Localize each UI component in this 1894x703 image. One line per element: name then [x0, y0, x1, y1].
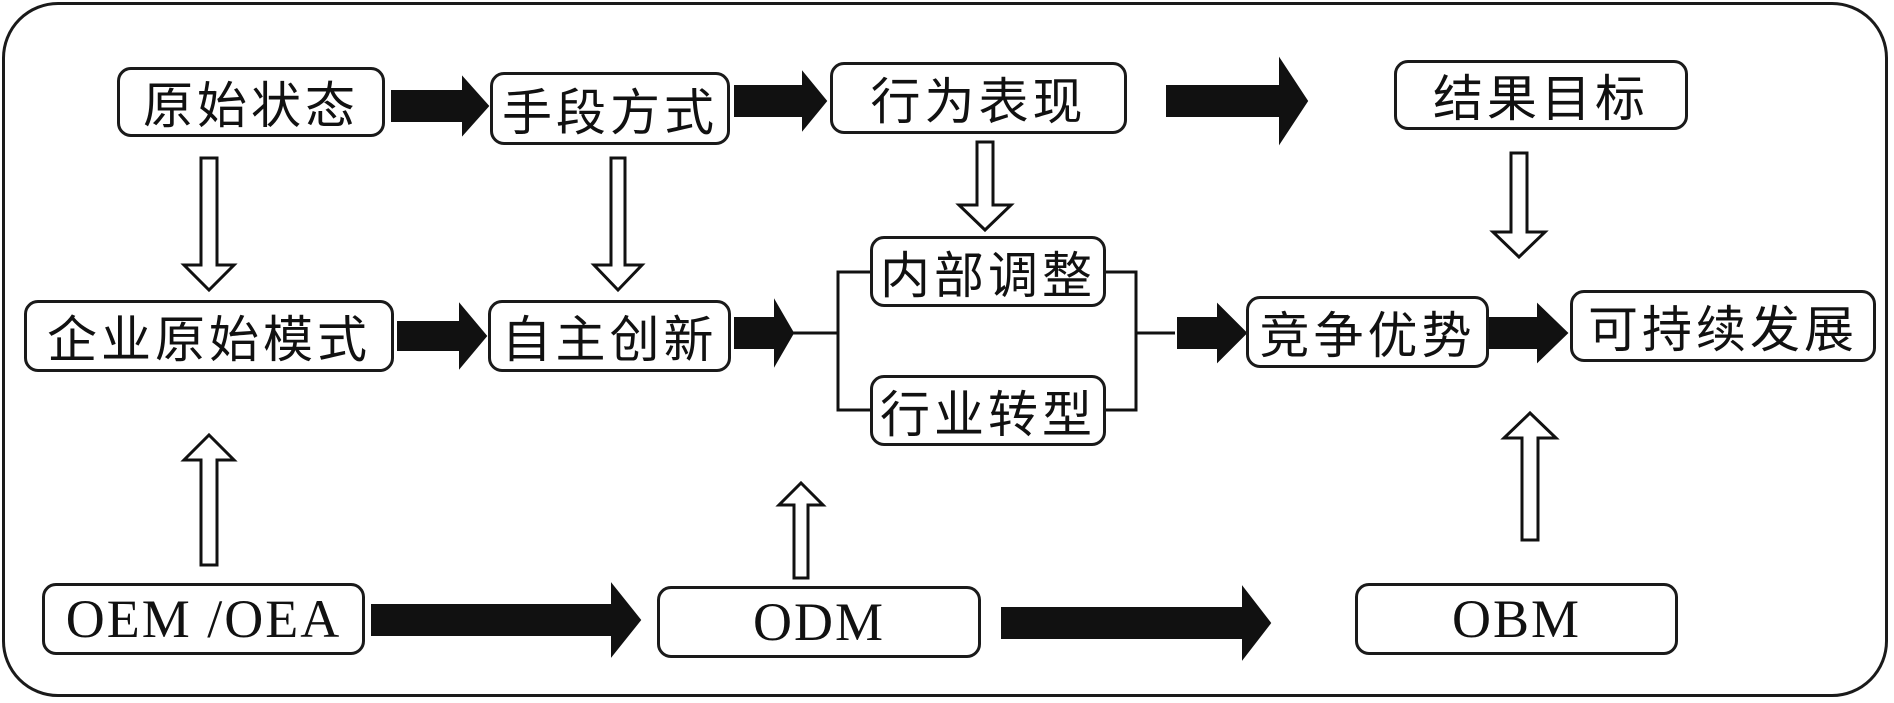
hollow-arrow-up-obm — [1500, 410, 1560, 542]
solid-arrow-state-to-means — [391, 75, 490, 137]
node-enterprise-original-model: 企业原始模式 — [24, 300, 394, 372]
label-means: 手段方式 — [490, 72, 730, 145]
label-behavior: 行为表现 — [830, 62, 1127, 134]
label-original-state: 原始状态 — [117, 67, 385, 137]
label-result-goal: 结果目标 — [1394, 60, 1688, 130]
node-odm: ODM — [657, 586, 981, 658]
solid-arrow-branch-to-advantage — [1177, 302, 1248, 364]
hollow-arrow-up-oem — [180, 432, 238, 567]
branch-connector — [780, 270, 1175, 412]
hollow-arrow-down-behavior — [955, 140, 1015, 233]
node-oem-oea: OEM /OEA — [42, 583, 365, 655]
hollow-arrow-up-odm — [775, 480, 827, 580]
node-independent-innovation: 自主创新 — [488, 300, 731, 372]
node-competitive-advantage: 竞争优势 — [1246, 296, 1489, 368]
hollow-arrow-down-state — [180, 156, 238, 293]
solid-arrow-model-to-innovation — [397, 302, 488, 370]
solid-arrow-advantage-to-sustainable — [1489, 302, 1569, 364]
node-obm: OBM — [1355, 583, 1678, 655]
node-sustainable-development: 可持续发展 — [1570, 290, 1876, 362]
solid-arrow-innovation-to-branch — [734, 298, 795, 368]
node-internal-adjustment: 内部调整 — [870, 236, 1106, 307]
hollow-arrow-down-result — [1489, 151, 1549, 260]
solid-arrow-means-to-behavior — [734, 70, 828, 132]
solid-arrow-behavior-to-result — [1166, 56, 1309, 146]
hollow-arrow-down-means — [590, 156, 646, 293]
node-industry-transformation: 行业转型 — [870, 375, 1106, 446]
solid-arrow-oem-to-odm — [371, 582, 642, 658]
solid-arrow-odm-to-obm — [1001, 585, 1272, 661]
